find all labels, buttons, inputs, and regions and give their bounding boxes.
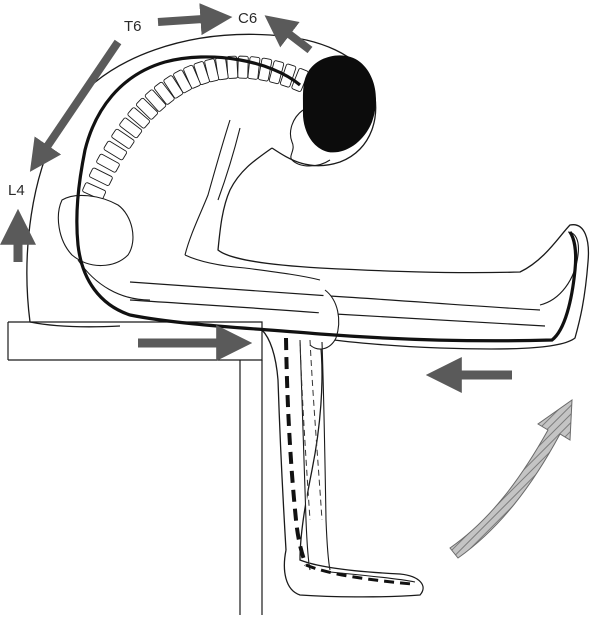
leg-extension-arrow xyxy=(450,400,572,558)
vertebra xyxy=(89,167,113,186)
arrow-head-to-c6 xyxy=(276,24,310,50)
label-t6: T6 xyxy=(124,18,142,35)
label-l4: L4 xyxy=(8,182,25,199)
table xyxy=(8,322,262,615)
label-c6: C6 xyxy=(238,10,257,27)
arrow-t6-to-c6 xyxy=(158,18,218,22)
vertebra xyxy=(248,57,260,80)
head xyxy=(303,55,376,152)
